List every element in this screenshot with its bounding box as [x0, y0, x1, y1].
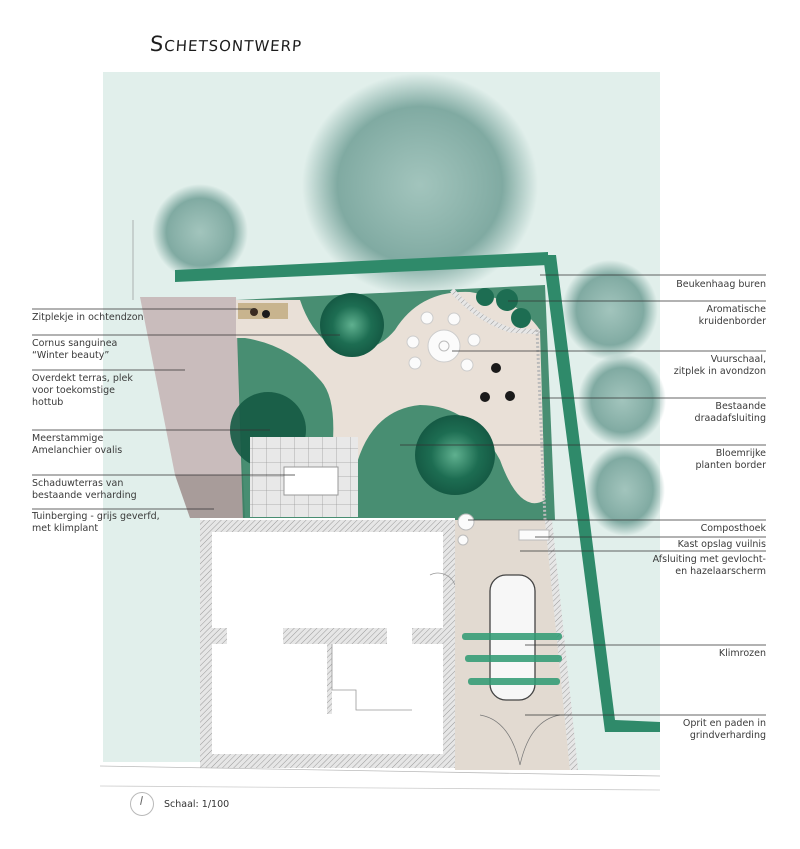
bin-cabinet — [518, 529, 550, 541]
scale-label: Schaal: 1/100 — [164, 798, 230, 810]
scale-indicator: Schaal: 1/100 — [130, 792, 229, 816]
fire-bowl — [406, 311, 481, 372]
climbing-roses — [462, 633, 562, 685]
garden-path — [236, 291, 545, 505]
label-draadafsluiting: Bestaande draadafsluiting — [694, 401, 766, 424]
label-tuinberging: Tuinberging - grijs geverfd, met klimpla… — [32, 511, 160, 534]
beech-hedge — [175, 252, 548, 282]
neighbour-trees — [152, 73, 666, 536]
cornus-tree — [320, 293, 384, 357]
label-schaduwterras: Schaduwterras van bestaande verharding — [32, 478, 137, 501]
label-klimrozen: Klimrozen — [718, 648, 766, 659]
label-cornus: Cornus sanguinea “Winter beauty” — [32, 338, 118, 361]
scale-icon — [130, 792, 154, 816]
covered-terrace — [140, 297, 243, 475]
label-composthoek: Composthoek — [700, 523, 766, 534]
bloemrijke-tree — [415, 415, 495, 495]
label-bloemrijke-border: Bloemrijke planten border — [695, 448, 767, 471]
label-overdekt-terras: Overdekt terras, plek voor toekomstige h… — [32, 373, 133, 408]
label-beukenhaag: Beukenhaag buren — [676, 279, 766, 290]
shed — [175, 475, 245, 518]
label-oprit: Oprit en paden in grindverharding — [682, 718, 766, 741]
label-kast-vuilnis: Kast opslag vuilnis — [677, 539, 766, 550]
label-amelanchier: Meerstammige Amelanchier ovalis — [32, 433, 123, 456]
label-kruidenborder: Aromatische kruidenborder — [698, 304, 766, 327]
label-afsluiting: Afsluiting met gevlocht- en hazelaarsche… — [652, 554, 766, 577]
compost — [457, 513, 475, 531]
leader-lines-right — [400, 274, 766, 716]
label-vuurschaal: Vuurschaal, zitplek in avondzon — [673, 354, 766, 377]
label-zitplekje: Zitplekje in ochtendzon — [32, 312, 144, 323]
leader-lines-left — [32, 308, 340, 510]
